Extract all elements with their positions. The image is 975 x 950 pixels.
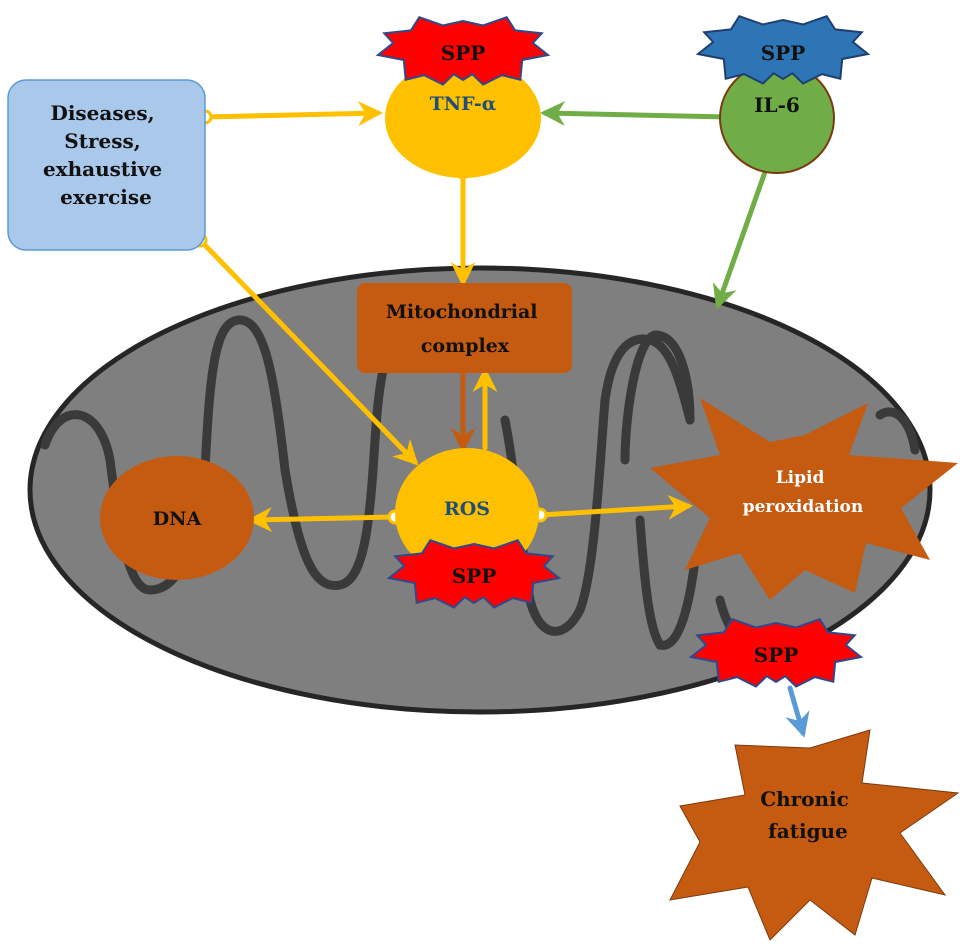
spp-starburst-il6 [695, 14, 871, 85]
arrow-stressors-to-ros [192, 232, 419, 466]
tnf-alpha-label: TNF-α [430, 93, 497, 115]
il6-node: IL-6 [719, 62, 835, 174]
lipid-peroxidation-node: Lipid peroxidation [650, 398, 958, 600]
spp-label-tnf: SPP [441, 41, 486, 65]
arrow-il6-to-tnf [540, 100, 731, 126]
stressors-line-2: Stress, [64, 129, 140, 153]
fatigue-starburst [669, 729, 960, 941]
arrows [192, 100, 810, 738]
spp-badge-ros: SPP [386, 538, 562, 609]
spp-starburst-lipid [688, 617, 864, 688]
lipid-line-1: Lipid [776, 468, 825, 488]
lipid-starburst [650, 398, 958, 600]
svg-text:Lipid peroxidation: Lipid peroxidation [743, 468, 864, 517]
mitochondrial-complex-node: Mitochondrial complex [357, 283, 572, 373]
arrow-stressors-to-tnf [197, 100, 383, 126]
arrow-ros-to-lipid [532, 494, 693, 523]
svg-text:Mitochondrial complex: Mitochondrial complex [386, 301, 544, 357]
spp-badge-lipid: SPP [688, 617, 864, 688]
lipid-line-2: peroxidation [743, 497, 864, 517]
dna-label: DNA [153, 508, 202, 530]
chronic-fatigue-node: Chronic fatigue [669, 729, 960, 941]
spp-label-il6: SPP [761, 41, 806, 65]
mito-complex-line-2: complex [421, 335, 510, 357]
spp-badge-il6: SPP [695, 14, 871, 85]
arrow-ros-to-dna [247, 507, 403, 533]
fatigue-line-1: Chronic [760, 787, 849, 811]
svg-text:Diseases, Stress,: Diseases, Stress, exhaustive exercise [43, 101, 169, 209]
spp-label-lipid: SPP [754, 643, 799, 667]
arrow-il6-to-mitochondrion [712, 169, 768, 310]
il6-label: IL-6 [754, 93, 800, 117]
arrow-spp-to-fatigue [785, 685, 810, 738]
spp-label-ros: SPP [452, 564, 497, 588]
ros-label: ROS [444, 498, 490, 520]
stressors-line-3: exhaustive [43, 157, 162, 181]
stressors-line-4: exercise [60, 185, 152, 209]
dna-node: DNA [100, 456, 254, 580]
tnf-alpha-node: TNF-α [385, 58, 541, 178]
stressors-line-1: Diseases, [50, 101, 154, 125]
mitochondrion-cristae-right [620, 330, 700, 650]
spp-badge-tnf: SPP [375, 15, 551, 86]
mito-complex-line-1: Mitochondrial [386, 301, 538, 323]
stressors-node: Diseases, Stress, exhaustive exercise [7, 79, 206, 251]
svg-text:Chronic fatigue: Chronic fatigue [760, 787, 856, 843]
spp-starburst-ros [386, 538, 562, 609]
fatigue-line-2: fatigue [768, 819, 848, 843]
spp-starburst-tnf [375, 15, 551, 86]
